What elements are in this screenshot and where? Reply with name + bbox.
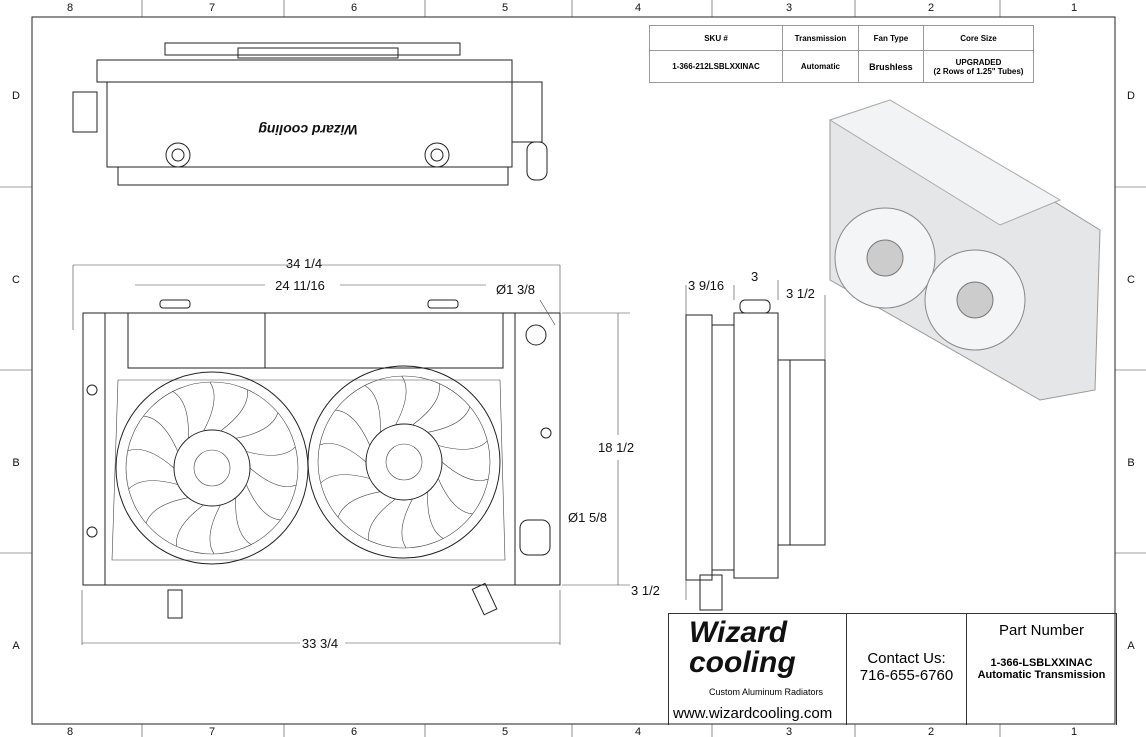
zone-column-label: 7 [209,2,215,14]
fan-blade [320,474,370,484]
fan-blade [335,409,371,446]
part-description: Automatic Transmission [977,669,1106,681]
dim-side-depth: 3 9/16 [688,278,724,293]
zone-column-label: 1 [1071,726,1077,737]
header-core-size: Core Size [923,25,1034,51]
dim-outlet-dia: Ø1 5/8 [568,510,607,525]
fan-blade [427,406,471,433]
zone-column-label: 8 [67,2,73,14]
fan-blade [235,412,279,439]
dim-tank-width: 24 11/16 [275,278,325,293]
contact-cell: Contact Us: 716-655-6760 [847,614,967,725]
fan-blade [203,381,215,432]
logo-cell: Wizard cooling Custom Aluminum Radiators… [669,614,847,725]
side-view [685,299,826,611]
front-view [82,299,561,619]
top-view-logo: Wizard cooling [258,122,358,138]
website-link[interactable]: www.wizardcooling.com [673,705,833,722]
core-size-line1: UPGRADED [955,57,1002,67]
zone-column-label: 4 [635,726,641,737]
fan-blade [143,415,179,452]
dim-side-bottom: 3 1/2 [631,583,660,598]
title-block: Wizard cooling Custom Aluminum Radiators… [668,613,1117,725]
zone-row-label: D [12,90,20,102]
zone-column-label: 1 [1071,2,1077,14]
dim-core-width: 33 3/4 [302,636,338,651]
dimension-labels: 34 1/4 24 11/16 Ø1 3/8 18 1/2 Ø1 5/8 33 … [275,256,815,651]
contact-label: Contact Us: [867,650,946,667]
fan-blade [368,498,396,541]
fan-blade [319,443,367,463]
fan-blade [220,389,248,432]
cell-core-size: UPGRADED(2 Rows of 1.25" Tubes) [923,50,1034,83]
zone-row-label: C [12,274,20,286]
fan-blade [235,497,252,545]
zone-column-label: 2 [928,726,934,737]
zone-row-label: C [1127,274,1135,286]
sheet-border [31,16,1116,725]
cell-fan-type: Brushless [857,50,925,83]
zone-row-label: D [1127,90,1135,102]
header-sku: SKU # [649,25,783,51]
dim-inlet-dia: Ø1 3/8 [496,282,535,297]
fan-blade [128,480,178,490]
fan-blade [395,375,407,426]
cell-sku: 1-366-212LSBLXXINAC [649,50,783,83]
part-number-cell: Part Number 1-366-LSBLXXINAC Automatic T… [967,614,1117,725]
fan-blade [401,498,413,549]
header-transmission: Transmission [782,25,859,51]
fan-blade [245,484,281,521]
dim-height: 18 1/2 [598,440,634,455]
zone-column-label: 3 [786,2,792,14]
fan-blade [249,467,297,487]
header-fan-type: Fan Type [857,25,925,51]
fan-blade [176,504,204,547]
fan-blade [364,385,381,433]
fan-blade [441,461,489,481]
part-number-label: Part Number [998,622,1085,639]
cell-transmission: Automatic [782,50,859,83]
zone-column-label: 5 [502,2,508,14]
fan-blade [209,504,221,555]
zone-column-label: 7 [209,726,215,737]
zone-column-label: 8 [67,726,73,737]
fan-blade [412,383,440,426]
part-number: 1-366-LSBLXXINAC [990,657,1093,669]
zone-row-label: B [1127,457,1134,469]
dim-side-fan: 3 1/2 [786,286,815,301]
fan-blade [437,478,473,515]
spec-table: SKU # Transmission Fan Type Core Size 1-… [649,25,1034,83]
wizard-cooling-logo: Wizard cooling [689,616,796,679]
fan-shroud [307,365,501,559]
phone-number: 716-655-6760 [859,667,954,684]
fan-shroud [115,371,309,565]
zone-column-label: 6 [351,2,357,14]
zone-row-label: A [12,640,20,652]
fan-blade [337,491,381,518]
fan-blade [145,497,189,524]
zone-column-label: 6 [351,726,357,737]
fan-blade [172,391,189,439]
fan-blade [127,449,175,469]
isometric-render [828,99,1101,401]
zone-column-label: 2 [928,2,934,14]
zone-row-label: A [1127,640,1135,652]
dim-side-core: 3 [751,269,758,284]
fan-blade [427,491,444,539]
zone-column-label: 4 [635,2,641,14]
dimension-lines [72,264,826,645]
fan-blade [246,446,296,456]
fan-blade [438,440,488,450]
dim-overall-width: 34 1/4 [286,256,322,271]
zone-row-label: B [12,457,19,469]
top-view: Wizard cooling [72,42,548,186]
zone-column-label: 5 [502,726,508,737]
zone-column-label: 3 [786,726,792,737]
logo-tagline: Custom Aluminum Radiators [709,687,824,697]
core-size-line2: (2 Rows of 1.25" Tubes) [933,66,1024,76]
